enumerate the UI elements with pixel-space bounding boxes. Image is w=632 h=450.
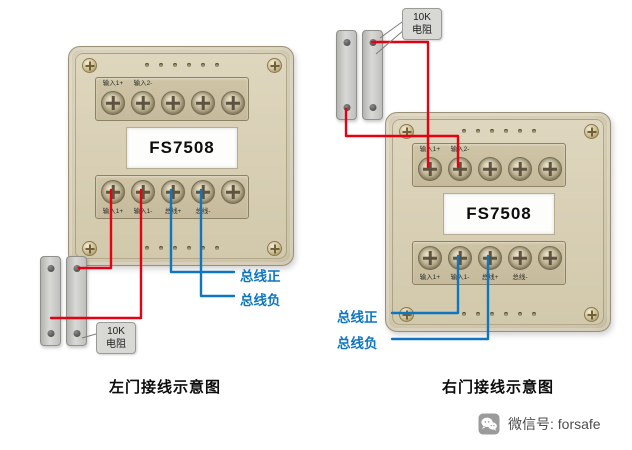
- terminal-row: [98, 91, 248, 115]
- bottom-terminal-strip: 输入1+ 输入1- 总线+ 总线-: [412, 241, 566, 285]
- top-terminal-strip: 输入1+ 输入2-: [412, 143, 566, 187]
- terminal-label: 输入1+: [419, 146, 441, 153]
- terminal-screw-icon: [101, 180, 125, 204]
- contact-screw-icon: [369, 39, 376, 46]
- terminal-screw-icon: [538, 157, 562, 181]
- contact-screw-icon: [343, 39, 350, 46]
- contact-screw-icon: [73, 265, 80, 272]
- right-module: 输入1+ 输入2- FS7508: [385, 112, 611, 332]
- terminal-screw-icon: [161, 91, 185, 115]
- terminal-row: [415, 246, 565, 270]
- terminal-label: 总线+: [164, 208, 182, 215]
- bus-positive-label: 总线正: [240, 269, 281, 284]
- terminal-label: 输入1+: [102, 208, 124, 215]
- top-terminal-strip: 输入1+ 输入2-: [95, 77, 249, 121]
- terminal-label: 总线+: [481, 274, 499, 281]
- contact-strip: [40, 256, 61, 346]
- contact-strip: [66, 256, 87, 346]
- corner-screw-icon: [399, 124, 414, 139]
- terminal-label: [218, 207, 248, 217]
- bottom-terminal-strip: 输入1+ 输入1- 总线+ 总线-: [95, 175, 249, 219]
- door-contact-right: [336, 30, 383, 120]
- vent-holes: [462, 312, 536, 316]
- terminal-screw-icon: [221, 180, 245, 204]
- contact-screw-icon: [369, 104, 376, 111]
- wechat-icon: [478, 413, 500, 435]
- terminal-row: [98, 180, 248, 204]
- contact-strip: [362, 30, 383, 120]
- vent-holes: [145, 63, 219, 67]
- terminal-screw-icon: [448, 246, 472, 270]
- resistor-callout-left: 10K 电阻: [96, 322, 136, 354]
- terminal-screw-icon: [221, 91, 245, 115]
- right-callout-leader-line: [379, 21, 403, 39]
- terminal-label: 输入1+: [102, 80, 124, 87]
- contact-strip: [336, 30, 357, 120]
- terminal-screw-icon: [101, 91, 125, 115]
- terminal-labels-row: 输入1+ 输入1- 总线+ 总线-: [415, 273, 565, 283]
- bus-negative-label: 总线负: [337, 336, 378, 351]
- terminal-label: 输入1+: [419, 274, 441, 281]
- terminal-screw-icon: [478, 157, 502, 181]
- contact-screw-icon: [47, 265, 54, 272]
- contact-screw-icon: [73, 330, 80, 337]
- terminal-screw-icon: [161, 180, 185, 204]
- contact-screw-icon: [343, 104, 350, 111]
- terminal-screw-icon: [131, 91, 155, 115]
- terminal-label: [535, 273, 565, 283]
- wechat-id-label: 微信号: forsafe: [508, 416, 601, 432]
- terminal-screw-icon: [508, 246, 532, 270]
- terminal-screw-icon: [191, 91, 215, 115]
- corner-screw-icon: [267, 58, 282, 73]
- terminal-label: [535, 145, 565, 155]
- terminal-label: [475, 145, 505, 155]
- terminal-label: 输入2-: [450, 146, 470, 153]
- terminal-screw-icon: [191, 180, 215, 204]
- terminal-row: [415, 157, 565, 181]
- terminal-labels-row: 输入1+ 输入2-: [415, 145, 565, 155]
- corner-screw-icon: [399, 307, 414, 322]
- caption-left: 左门接线示意图: [108, 379, 221, 396]
- terminal-screw-icon: [538, 246, 562, 270]
- terminal-screw-icon: [448, 157, 472, 181]
- corner-screw-icon: [584, 307, 599, 322]
- terminal-label: [158, 79, 188, 89]
- terminal-screw-icon: [418, 157, 442, 181]
- terminal-screw-icon: [418, 246, 442, 270]
- terminal-label: [188, 79, 218, 89]
- terminal-label: [505, 145, 535, 155]
- terminal-screw-icon: [131, 180, 155, 204]
- caption-right: 右门接线示意图: [441, 379, 554, 396]
- terminal-labels-row: 输入1+ 输入1- 总线+ 总线-: [98, 207, 248, 217]
- corner-screw-icon: [82, 241, 97, 256]
- model-label: FS7508: [443, 193, 555, 235]
- terminal-label: 输入2-: [133, 80, 153, 87]
- terminal-label: [218, 79, 248, 89]
- left-module: 输入1+ 输入2- FS7508: [68, 46, 294, 266]
- resistor-callout-right: 10K 电阻: [402, 8, 442, 40]
- corner-screw-icon: [82, 58, 97, 73]
- wechat-footer: 微信号: forsafe: [478, 413, 601, 435]
- terminal-label: 总线-: [195, 208, 211, 215]
- corner-screw-icon: [267, 241, 282, 256]
- terminal-labels-row: 输入1+ 输入2-: [98, 79, 248, 89]
- door-contact-left: [40, 256, 87, 346]
- terminal-label: 总线-: [512, 274, 528, 281]
- bus-positive-label: 总线正: [337, 310, 378, 325]
- contact-screw-icon: [47, 330, 54, 337]
- corner-screw-icon: [584, 124, 599, 139]
- bus-negative-label: 总线负: [240, 293, 281, 308]
- terminal-label: 输入1-: [133, 208, 153, 215]
- vent-holes: [462, 129, 536, 133]
- model-label: FS7508: [126, 127, 238, 169]
- vent-holes: [145, 246, 219, 250]
- terminal-label: 输入1-: [450, 274, 470, 281]
- terminal-screw-icon: [508, 157, 532, 181]
- terminal-screw-icon: [478, 246, 502, 270]
